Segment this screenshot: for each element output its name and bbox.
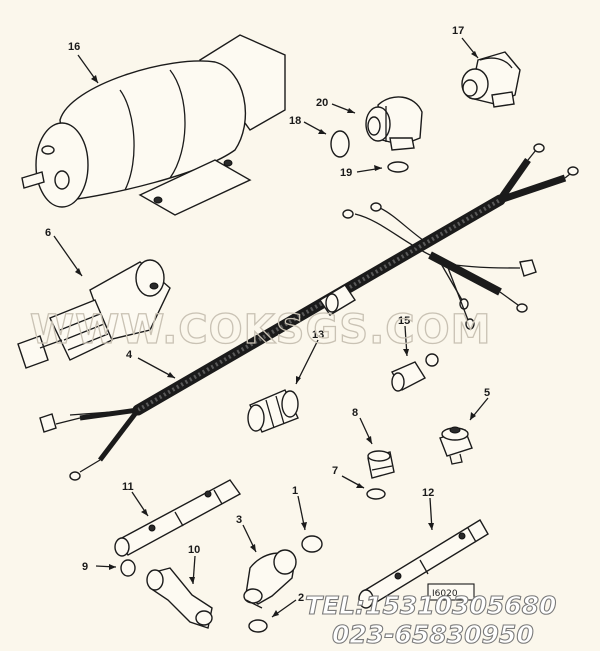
callout-12: 12 [422, 487, 434, 499]
part-9-o-ring [120, 559, 136, 577]
leader-13 [295, 339, 319, 385]
arrowhead-17 [471, 51, 478, 58]
callout-7: 7 [332, 465, 338, 477]
part-11-tube [114, 479, 242, 557]
figure-id-box [427, 583, 475, 601]
callout-16: 16 [68, 41, 80, 53]
part-13-coupler [247, 389, 299, 433]
arrowhead-4 [167, 372, 175, 378]
callout-17: 17 [452, 25, 464, 37]
callout-20: 20 [316, 97, 328, 109]
callout-11: 11 [122, 481, 134, 493]
arrowhead-6 [75, 268, 82, 276]
callout-8: 8 [352, 407, 358, 419]
arrowhead-7 [356, 483, 364, 488]
arrowhead-9 [109, 564, 116, 570]
arrowhead-1 [301, 522, 307, 530]
callout-19: 19 [340, 167, 352, 179]
part-12-tube [358, 519, 489, 609]
contact-phone: TEL:15310305680 [305, 591, 556, 620]
part-10-bent-tube [146, 567, 213, 629]
part-18-o-ring [330, 130, 350, 158]
callout-6: 6 [45, 227, 51, 239]
arrowhead-13 [296, 376, 301, 384]
arrowhead-12 [428, 523, 434, 530]
callout-3: 3 [236, 514, 242, 526]
part-5-sender [439, 426, 473, 465]
callout-9: 9 [82, 561, 88, 573]
arrowhead-19 [374, 165, 382, 171]
arrowhead-3 [250, 544, 256, 552]
arrowhead-16 [91, 75, 98, 83]
part-4-wiring-harness [39, 143, 579, 481]
part-3-elbow [243, 549, 297, 609]
part-7-o-ring [366, 488, 386, 500]
part-6-connector [17, 259, 171, 369]
arrowhead-20 [347, 108, 355, 113]
watermark: WWW.COKSGS.COM [30, 307, 491, 353]
callout-1: 1 [292, 485, 298, 497]
callout-2: 2 [298, 592, 304, 604]
callout-13: 13 [312, 329, 324, 341]
part-20-elbow-adapter [365, 96, 423, 151]
arrowhead-15 [403, 349, 409, 356]
part-2-o-ring [248, 619, 268, 633]
arrowhead-10 [189, 577, 195, 584]
callout-18: 18 [289, 115, 301, 127]
part-8-plug [367, 450, 395, 479]
figure-id: I6020 [432, 589, 458, 599]
leader-6 [53, 235, 83, 277]
part-17-elbow-fitting [461, 51, 521, 108]
arrowhead-8 [366, 436, 372, 444]
part-15-fitting [391, 353, 439, 392]
part-19-o-ring [387, 161, 409, 173]
part-1-o-ring [301, 535, 323, 553]
contact-landline: 023-65830950 [332, 620, 534, 649]
arrowhead-2 [272, 610, 279, 617]
part-16-cylinder-housing [21, 34, 286, 216]
arrowhead-18 [318, 129, 326, 134]
arrowhead-5 [470, 412, 476, 420]
arrowhead-11 [141, 509, 148, 516]
callout-4: 4 [126, 349, 133, 361]
callout-10: 10 [188, 544, 200, 556]
callout-5: 5 [484, 387, 490, 399]
callout-15: 15 [398, 315, 410, 327]
